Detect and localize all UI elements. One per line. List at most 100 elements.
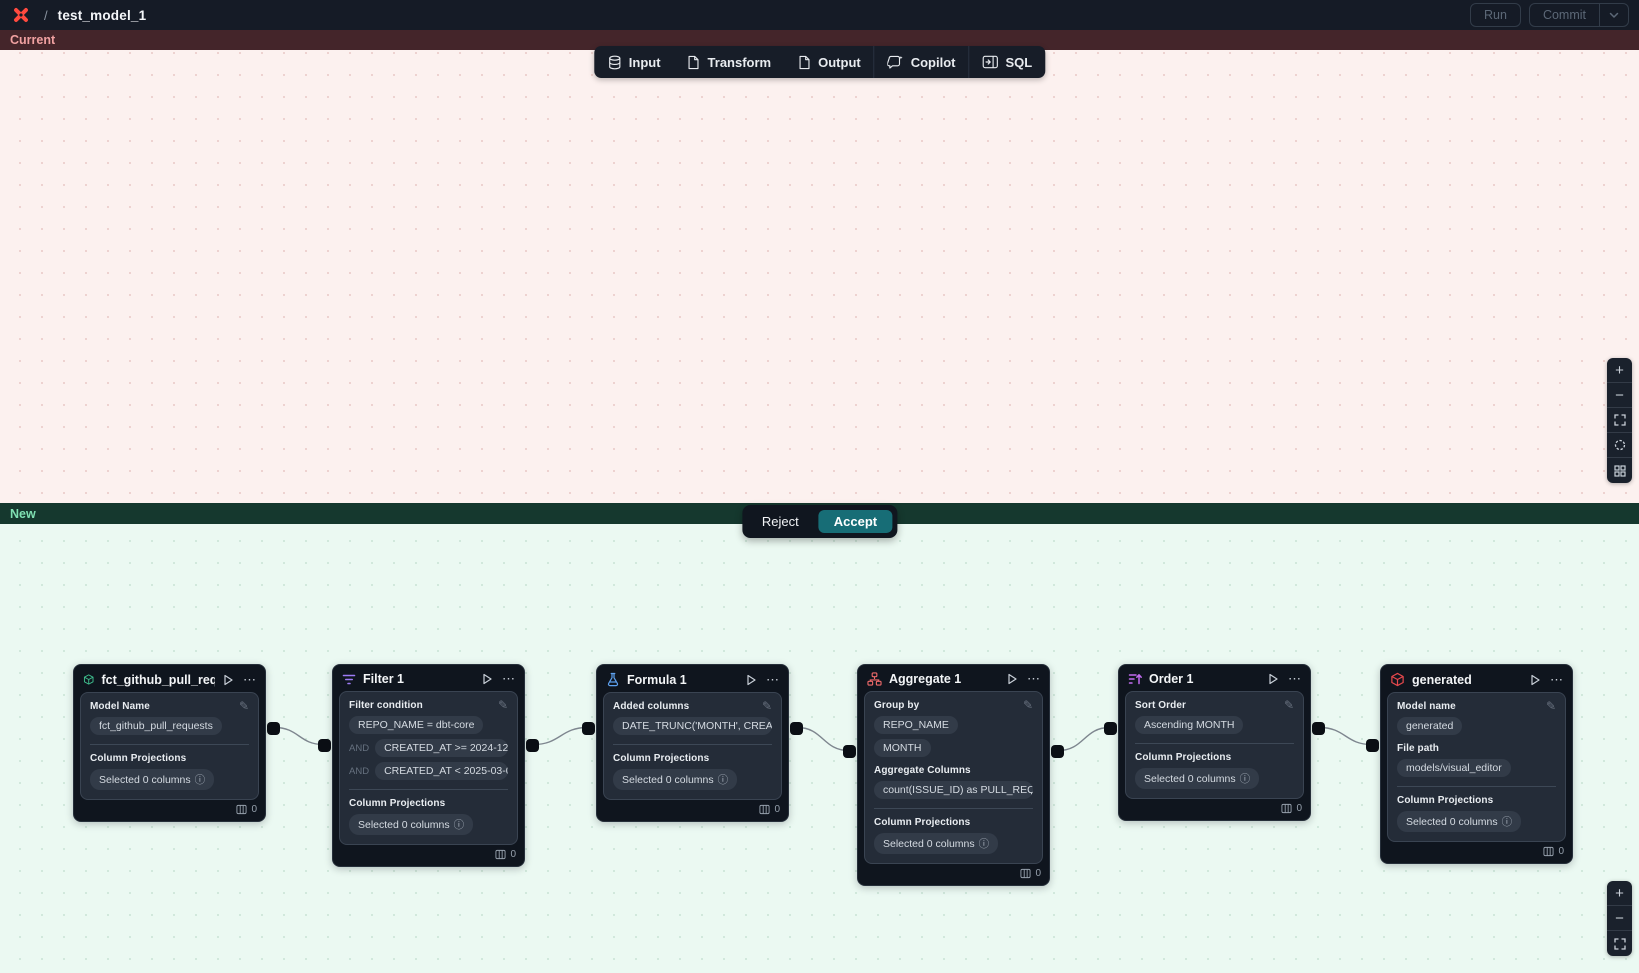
commit-dropdown-button[interactable] [1599, 4, 1628, 26]
card-divider [90, 744, 249, 745]
page-title: test_model_1 [57, 7, 147, 23]
edit-pencil-icon[interactable]: ✎ [1545, 699, 1556, 713]
node-title: Formula 1 [627, 672, 687, 687]
field-label: Model name [1397, 701, 1456, 712]
commit-button[interactable]: Commit [1530, 4, 1599, 26]
node-fct-github-pull-requests[interactable]: fct_github_pull_requests ⋯ Model Name ✎ … [73, 664, 280, 822]
sitemap-icon [867, 672, 882, 686]
columns-count: 0 [251, 804, 257, 815]
more-menu-icon[interactable]: ⋯ [766, 671, 779, 687]
play-icon[interactable] [1529, 674, 1541, 686]
edit-pencil-icon[interactable]: ✎ [1022, 698, 1033, 712]
node-title: Filter 1 [363, 672, 404, 686]
field-label: Filter condition [349, 700, 423, 711]
toolbar-divider [873, 46, 875, 78]
toolbar-item-copilot[interactable]: Copilot [875, 46, 969, 78]
cube-icon [83, 674, 94, 685]
node-title: Order 1 [1149, 672, 1194, 686]
more-menu-icon[interactable]: ⋯ [1550, 671, 1563, 687]
and-operator: AND [349, 742, 370, 754]
play-icon[interactable] [481, 673, 493, 685]
node-card: Sort Order ✎ Ascending MONTH Column Proj… [1125, 691, 1304, 799]
output-handle[interactable] [526, 739, 539, 752]
zoom-out-button[interactable]: − [1607, 383, 1632, 408]
node-footer: 0 [333, 845, 524, 866]
node-title: Aggregate 1 [889, 672, 962, 686]
value-pill: CREATED_AT >= 2024-12-01 [375, 739, 508, 757]
zoom-in-button[interactable]: + [1607, 881, 1632, 906]
info-icon[interactable]: ⓘ [717, 774, 729, 786]
output-handle[interactable] [1312, 722, 1325, 735]
node-generated[interactable]: generated ⋯ Model name ✎ generated File … [1366, 664, 1573, 864]
toolbar-divider [968, 46, 970, 78]
input-handle[interactable] [318, 739, 331, 752]
header-actions: Run Commit [1470, 3, 1629, 27]
more-menu-icon[interactable]: ⋯ [1288, 671, 1301, 686]
node-card: Added columns ✎ DATE_TRUNC('MONTH', CREA… [603, 692, 782, 800]
columns-count-icon [1020, 868, 1031, 879]
play-icon[interactable] [745, 674, 757, 686]
field-label: Sort Order [1135, 700, 1187, 711]
toolbar-item-transform[interactable]: Transform [674, 46, 785, 78]
reject-button[interactable]: Reject [747, 510, 814, 533]
toolbar-item-sql[interactable]: SQL [969, 46, 1045, 78]
interactive-toggle-button[interactable] [1607, 433, 1632, 458]
accept-button[interactable]: Accept [818, 510, 893, 533]
columns-count: 0 [1296, 803, 1302, 814]
info-icon[interactable]: ⓘ [978, 838, 990, 850]
zoom-out-button[interactable]: − [1607, 906, 1632, 931]
input-handle[interactable] [1104, 722, 1117, 735]
play-icon[interactable] [1267, 673, 1279, 685]
output-handle[interactable] [1051, 745, 1064, 758]
filter-icon [342, 674, 356, 684]
output-handle[interactable] [267, 722, 280, 735]
info-icon[interactable]: ⓘ [1501, 816, 1513, 828]
columns-count-icon [1281, 803, 1292, 814]
info-icon[interactable]: ⓘ [1239, 773, 1251, 785]
node-order-1[interactable]: Order 1 ⋯ Sort Order ✎ Ascending MONTH C… [1104, 664, 1325, 821]
node-formula-1[interactable]: Formula 1 ⋯ Added columns ✎ DATE_TRUNC('… [582, 664, 803, 822]
more-menu-icon[interactable]: ⋯ [1027, 671, 1040, 686]
field-label: Column Projections [874, 817, 971, 828]
edit-pencil-icon[interactable]: ✎ [1283, 698, 1294, 712]
edit-pencil-icon[interactable]: ✎ [238, 699, 249, 713]
info-icon[interactable]: ⓘ [453, 819, 465, 831]
toolbar-item-output[interactable]: Output [784, 46, 874, 78]
columns-count-icon [236, 804, 247, 815]
fit-view-button[interactable] [1607, 408, 1632, 433]
input-handle[interactable] [1366, 739, 1379, 752]
current-canvas[interactable] [0, 50, 1639, 503]
node-footer: 0 [1119, 799, 1310, 820]
edit-pencil-icon[interactable]: ✎ [497, 698, 508, 712]
more-menu-icon[interactable]: ⋯ [502, 671, 515, 686]
input-handle[interactable] [582, 722, 595, 735]
input-handle[interactable] [843, 745, 856, 758]
more-menu-icon[interactable]: ⋯ [243, 671, 256, 687]
dbt-logo-icon[interactable] [10, 4, 32, 26]
card-divider [1135, 743, 1294, 744]
play-icon[interactable] [222, 674, 234, 686]
app-header: / test_model_1 Run Commit [0, 0, 1639, 30]
fit-view-button[interactable] [1607, 931, 1632, 956]
info-icon[interactable]: ⓘ [194, 774, 206, 786]
node-filter-1[interactable]: Filter 1 ⋯ Filter condition ✎ REPO_NAME … [318, 664, 539, 867]
output-handle[interactable] [790, 722, 803, 735]
value-pill: MONTH [874, 739, 931, 757]
value-pill: fct_github_pull_requests [90, 717, 222, 735]
columns-count: 0 [510, 849, 516, 860]
tidy-layout-button[interactable] [1607, 458, 1632, 483]
columns-count: 0 [774, 804, 780, 815]
edit-pencil-icon[interactable]: ✎ [761, 699, 772, 713]
field-label: Column Projections [613, 753, 710, 764]
zoom-in-button[interactable]: + [1607, 358, 1632, 383]
toolbar-item-input[interactable]: Input [594, 46, 674, 78]
columns-count: 0 [1558, 846, 1564, 857]
run-button[interactable]: Run [1470, 3, 1521, 27]
field-label: Column Projections [90, 753, 187, 764]
play-icon[interactable] [1006, 673, 1018, 685]
file-icon [799, 55, 810, 69]
sort-icon [1128, 674, 1142, 685]
node-aggregate-1[interactable]: Aggregate 1 ⋯ Group by ✎ REPO_NAME MONTH… [843, 664, 1064, 886]
